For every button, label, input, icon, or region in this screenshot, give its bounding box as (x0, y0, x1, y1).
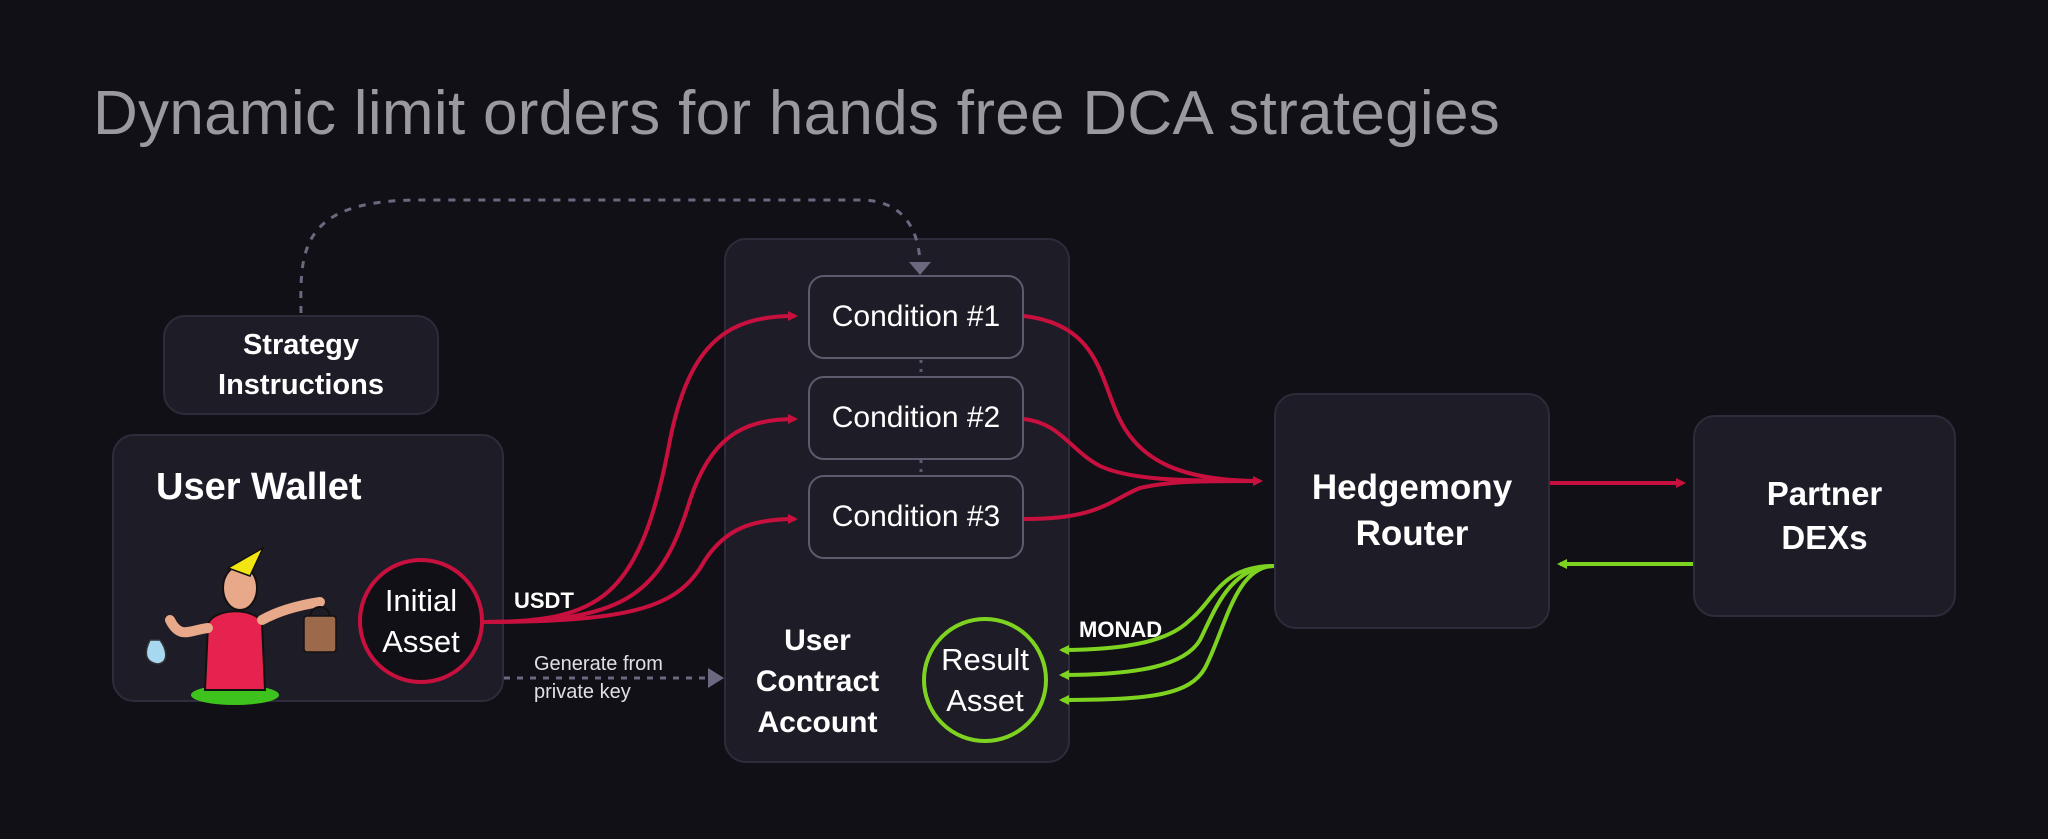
router-line2: Router (1355, 514, 1469, 553)
dexs-line2: DEXs (1781, 519, 1868, 556)
contract-line1: User (784, 624, 851, 657)
generate-line2: private key (534, 681, 631, 703)
result-asset-line2: Asset (946, 683, 1024, 718)
diagram-title: Dynamic limit orders for hands free DCA … (93, 79, 1501, 148)
hedgemony-router-box: Hedgemony Router (1274, 393, 1550, 629)
router-line1: Hedgemony (1311, 468, 1513, 507)
result-asset-circle: Result Asset (922, 617, 1048, 743)
result-asset-line1: Result (941, 642, 1029, 677)
generate-arrowhead (708, 668, 724, 688)
initial-asset-line1: Initial (384, 583, 458, 618)
contract-line3: Account (757, 706, 878, 739)
initial-asset-line2: Asset (382, 624, 460, 659)
user-wallet-title: User Wallet (156, 466, 362, 508)
contract-line2: Contract (755, 665, 880, 698)
initial-asset-circle: Initial Asset (358, 558, 484, 684)
strategy-line2: Instructions (218, 369, 384, 401)
generate-line1: Generate from (534, 653, 663, 675)
monad-label: MONAD (1079, 617, 1163, 642)
strategy-instructions-box: Strategy Instructions (163, 315, 439, 415)
generate-label: Generate from private key (534, 650, 663, 706)
usdt-label: USDT (514, 588, 574, 613)
dexs-line1: Partner (1766, 475, 1883, 512)
user-contract-account-label: User Contract Account (735, 620, 900, 743)
condition-1-box: Condition #1 (808, 275, 1024, 359)
strategy-line1: Strategy (242, 329, 360, 361)
partner-dexs-box: Partner DEXs (1693, 415, 1956, 617)
condition-3-box: Condition #3 (808, 475, 1024, 559)
condition-2-box: Condition #2 (808, 376, 1024, 460)
